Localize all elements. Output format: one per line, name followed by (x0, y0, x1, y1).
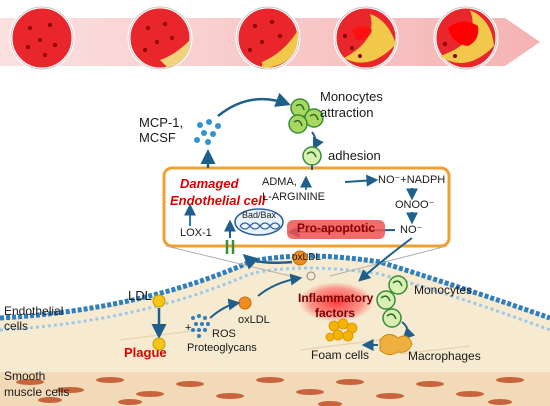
vessel-wall (0, 253, 550, 406)
ros-label: ROS (212, 328, 236, 340)
macrophages-label: Macrophages (408, 349, 481, 363)
endothelial-cells-label-2: cells (4, 319, 29, 333)
no-label: NO⁻ (400, 224, 423, 236)
lox1-label: LOX-1 (180, 227, 212, 239)
pro-apoptotic-label: Pro-apoptotic (297, 221, 375, 235)
ldl-particle-icon (152, 294, 166, 308)
pro-apoptotic-highlight (287, 220, 385, 239)
inflammatory-label-1: Inflammatory (298, 291, 374, 305)
proteoglycans-icon (191, 314, 210, 338)
adhesion-label: adhesion (328, 148, 381, 163)
oxldl-top-label: oxLDL (292, 252, 321, 263)
ldl-in-wall-icon (152, 337, 166, 351)
no-nadph-label: NO⁻+NADPH (378, 174, 446, 186)
perspective-lines (165, 245, 448, 277)
larginine-label: L-ARGININE (262, 191, 325, 203)
onoo-label: ONOO⁻ (395, 199, 435, 211)
plague-label: Plague (124, 345, 167, 360)
mcsf-label: MCSF (139, 130, 176, 145)
ldl-label: LDL (128, 288, 152, 303)
monocytes-right-icon (376, 275, 408, 328)
inflammatory-glow (298, 282, 374, 322)
oxldl-mid-icon (238, 296, 252, 310)
smooth-muscle-cells (16, 377, 524, 406)
plus-label: + (185, 322, 192, 334)
oxldl-mid-label: oxLDL (238, 314, 270, 326)
lox1-receptor-icon (225, 240, 235, 254)
damaged-label: Damaged (180, 176, 239, 191)
vessel-stage-1-icon (9, 5, 75, 71)
monocytes-cluster-icon (288, 98, 324, 134)
vessel-stage-5-icon (433, 5, 499, 71)
oxldl-top-icon (292, 250, 308, 266)
monocytes-attraction-label-2: attraction (320, 105, 374, 120)
proteoglycans-label: Proteoglycans (187, 342, 257, 354)
smooth-muscle-label-2: muscle cells (4, 385, 70, 399)
adhesion-monocyte-icon (302, 146, 322, 170)
vessel-stage-3-icon (235, 5, 301, 71)
mcp-dots-icon (194, 119, 221, 145)
adma-label: ADMA, (262, 176, 297, 188)
macrophages-icon (379, 334, 413, 356)
endothelial-cell-label: Endothelial cell (170, 193, 266, 208)
bad-bax-label: Bad/Bax (242, 210, 277, 220)
monocytes-label: Monocytes (414, 283, 473, 297)
mcp-label: MCP-1, (139, 115, 184, 130)
vessel-stage-4-icon (333, 5, 399, 71)
monocytes-attraction-label-1: Monocytes (320, 89, 383, 104)
dna-helix-icon (234, 208, 284, 236)
endothelial-cells-label-1: Endothelial (4, 304, 64, 318)
smooth-muscle-label-1: Smooth (4, 369, 46, 383)
vessel-stage-2-icon (127, 5, 193, 71)
foam-cells-label: Foam cells (311, 348, 370, 362)
inflammatory-label-2: factors (315, 306, 356, 320)
foam-cells-icon (325, 318, 358, 342)
